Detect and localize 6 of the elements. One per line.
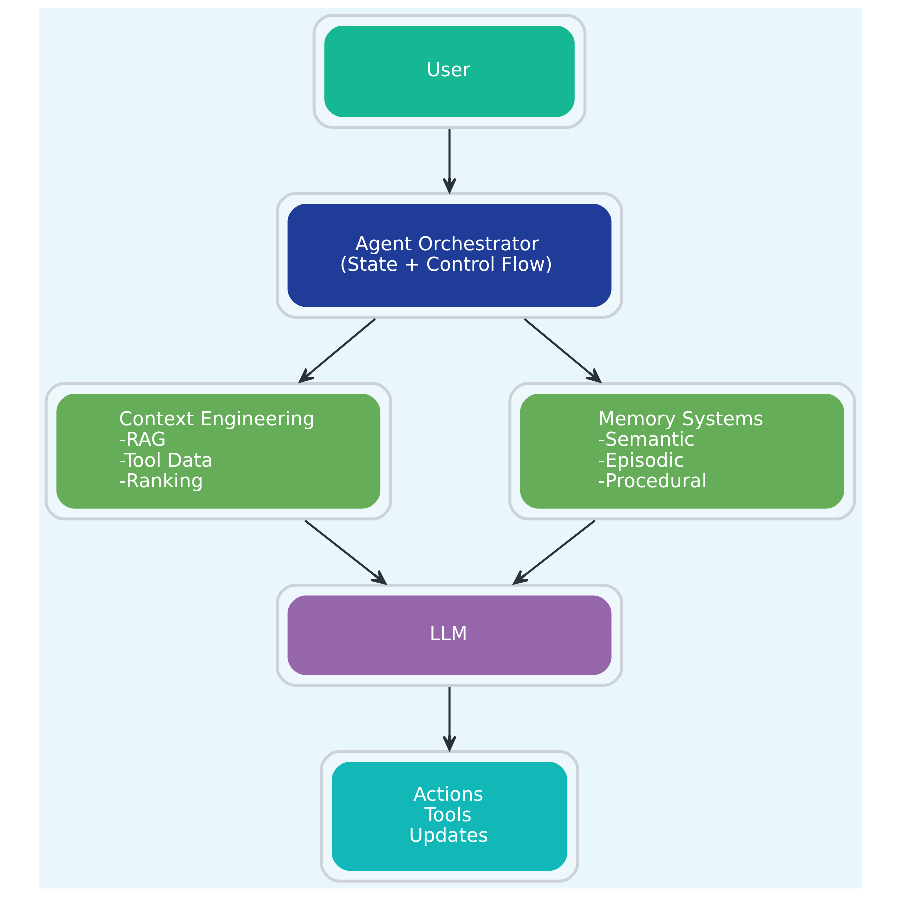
arrow [298, 318, 376, 384]
arrow [442, 129, 456, 194]
arrow [304, 520, 386, 585]
arrow [512, 520, 596, 585]
arrow [523, 318, 601, 384]
arrow [442, 687, 456, 752]
